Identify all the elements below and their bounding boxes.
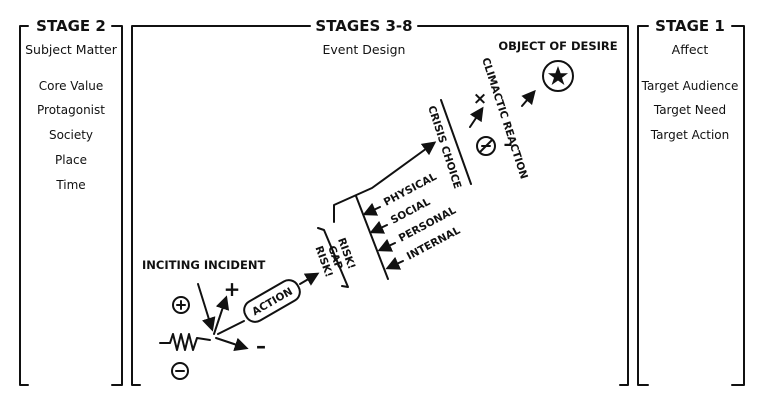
plus-circle-icon xyxy=(172,296,190,314)
stage-1-subtitle: Affect xyxy=(672,42,709,57)
stage-2-item: Society xyxy=(49,128,93,142)
balance-line-icon xyxy=(159,333,211,351)
stage-2-subtitle: Subject Matter xyxy=(25,42,118,57)
crisis-connector xyxy=(333,141,437,223)
crisis-x-sign: × xyxy=(473,89,487,109)
climax-arrow xyxy=(521,89,536,107)
stage-2-item: Place xyxy=(55,153,87,167)
inciting-arrow-down xyxy=(215,337,249,352)
risk-bracket xyxy=(317,227,349,288)
level-arrow xyxy=(377,238,396,252)
inciting-plus-sign: + xyxy=(224,277,241,301)
inciting-minus-sign: – xyxy=(256,334,266,358)
inciting-incident-label: INCITING INCIDENT xyxy=(142,258,265,272)
action-arrow xyxy=(299,272,320,286)
stage-2-item: Core Value xyxy=(39,79,104,93)
risk-label-group: RISK! GAP RISK! xyxy=(312,236,357,279)
star-icon xyxy=(542,60,574,92)
stage-1-item: Target Need xyxy=(653,103,726,117)
level-arrow xyxy=(385,256,404,270)
crisis-arrow-x xyxy=(469,106,484,128)
stage-1-panel: STAGE 1 Affect Target Audience Target Ne… xyxy=(637,17,745,386)
stages-3-8-bracket xyxy=(131,25,629,386)
no-choice-icon xyxy=(476,136,496,156)
stages-3-8-title: STAGES 3-8 xyxy=(315,17,412,35)
object-of-desire-label: OBJECT OF DESIRE xyxy=(498,39,617,53)
stage-2-title: STAGE 2 xyxy=(36,17,106,35)
inciting-arrow-up xyxy=(213,295,230,335)
stage-1-title: STAGE 1 xyxy=(655,17,725,35)
stage-2-panel: STAGE 2 Subject Matter Core Value Protag… xyxy=(19,17,123,386)
minus-circle-icon xyxy=(171,362,189,380)
stages-3-8-panel: STAGES 3-8 Event Design OBJECT OF DESIRE… xyxy=(131,17,629,386)
stage-1-item: Target Audience xyxy=(641,79,739,93)
stage-1-bracket xyxy=(637,25,745,386)
crisis-divider xyxy=(440,99,472,185)
level-arrow xyxy=(362,202,381,216)
stage-2-bracket xyxy=(19,25,123,386)
action-box: ACTION xyxy=(243,279,301,323)
stage-2-item: Time xyxy=(55,178,85,192)
inciting-arrow-in xyxy=(197,283,216,332)
stage-2-item: Protagonist xyxy=(37,103,105,117)
action-connector xyxy=(217,320,245,335)
stages-3-8-subtitle: Event Design xyxy=(323,42,406,57)
crisis-minus-sign: – xyxy=(504,134,513,155)
gap-divider xyxy=(355,195,389,280)
level-arrow xyxy=(369,220,388,234)
climactic-reaction-label: CLIMACTIC REACTION xyxy=(479,56,530,180)
stage-1-item: Target Action xyxy=(650,128,730,142)
